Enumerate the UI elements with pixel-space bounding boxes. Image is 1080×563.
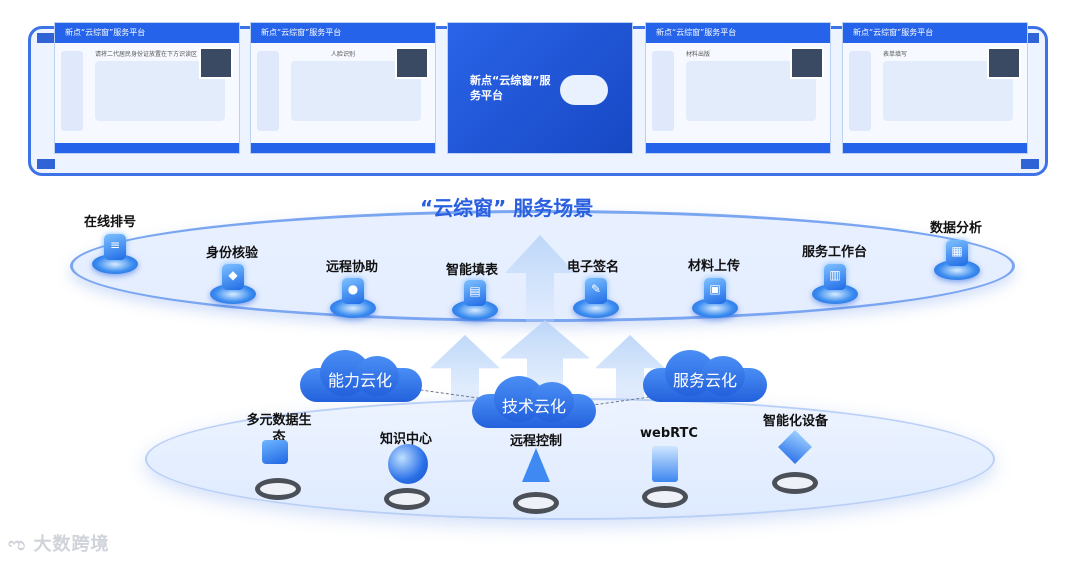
pedestal-ring [772, 472, 818, 494]
screen-brand: 新点“云综窗”服务平台 [261, 28, 342, 37]
screen-platform-home: 新点“云综窗”服务平台 [447, 22, 633, 154]
e-signature-icon: ✎ [573, 276, 619, 322]
frame-corner [1021, 33, 1039, 43]
scenario-label: 电子签名 [567, 260, 620, 275]
pedestal-ring [513, 492, 559, 514]
queue-icon: ≡ [92, 232, 138, 278]
watermark-text: 大数跨境 [33, 534, 110, 555]
scenario-label: 智能填表 [446, 263, 499, 278]
cloud-label: 服务云化 [673, 371, 738, 390]
screen-text: 请将二代居民身份证放置在下方识读区 [95, 51, 198, 58]
form-fill-icon: ▤ [452, 278, 498, 324]
avatar [987, 47, 1021, 79]
workbench-icon: ▥ [812, 262, 858, 308]
screen-text: 材料出版 [686, 51, 711, 58]
foundation-label: webRTC [640, 426, 698, 441]
scenario-label: 数据分析 [930, 221, 983, 236]
frame-corner [37, 33, 55, 43]
frame-corner [1021, 159, 1039, 169]
globe-icon [388, 444, 428, 484]
cloud-label: 能力云化 [328, 371, 393, 390]
foundation-label: 远程控制 [510, 434, 563, 449]
foundation-label: 知识中心 [380, 432, 433, 447]
pedestal-ring [384, 488, 430, 510]
avatar [790, 47, 824, 79]
avatar [395, 47, 429, 79]
screen-face-recognition: 新点“云综窗”服务平台 人脸识别 [250, 22, 436, 154]
pyramid-icon [522, 448, 550, 482]
scenario-label: 远程协助 [326, 260, 379, 275]
foundation-label: 智能化设备 [763, 414, 829, 429]
cloud-icon [560, 75, 608, 105]
logo-icon: ಌ [8, 534, 34, 555]
watermark: ಌ 大数跨境 [8, 530, 110, 556]
remote-assist-icon: ● [330, 276, 376, 322]
avatar [199, 47, 233, 79]
service-cloud: 服务云化 [643, 350, 767, 402]
ability-cloud: 能力云化 [300, 350, 422, 402]
screen-brand: 新点“云综窗”服务平台 [65, 28, 146, 37]
screen-brand: 新点“云综窗”服务平台 [853, 28, 934, 37]
scenario-label: 在线排号 [84, 215, 137, 230]
scenario-label: 服务工作台 [802, 245, 868, 260]
screen-text: 人脸识别 [331, 51, 356, 58]
upload-icon: ▣ [692, 276, 738, 322]
scenario-label: 身份核验 [206, 246, 259, 261]
cloud-label: 技术云化 [502, 397, 567, 416]
scenario-label: 材料上传 [688, 259, 741, 274]
pedestal-ring [255, 478, 301, 500]
diagram-title: “云综窗” 服务场景 [420, 196, 594, 220]
screen-form: 新点“云综窗”服务平台 表单填写 [842, 22, 1028, 154]
analytics-icon: ▦ [934, 238, 980, 284]
screen-brand: 新点“云综窗”服务平台 [656, 28, 737, 37]
data-ecosystem-icon [262, 440, 288, 464]
screen-title: 新点“云综窗”服务平台 [470, 74, 551, 102]
id-verify-icon: ◆ [210, 262, 256, 308]
server-icon [652, 446, 678, 482]
screen-text: 表单填写 [883, 51, 908, 58]
tech-cloud: 技术云化 [472, 376, 596, 428]
frame-corner [37, 159, 55, 169]
screen-id-card: 新点“云综窗”服务平台 请将二代居民身份证放置在下方识读区 [54, 22, 240, 154]
screen-material: 新点“云综窗”服务平台 材料出版 [645, 22, 831, 154]
pedestal-ring [642, 486, 688, 508]
